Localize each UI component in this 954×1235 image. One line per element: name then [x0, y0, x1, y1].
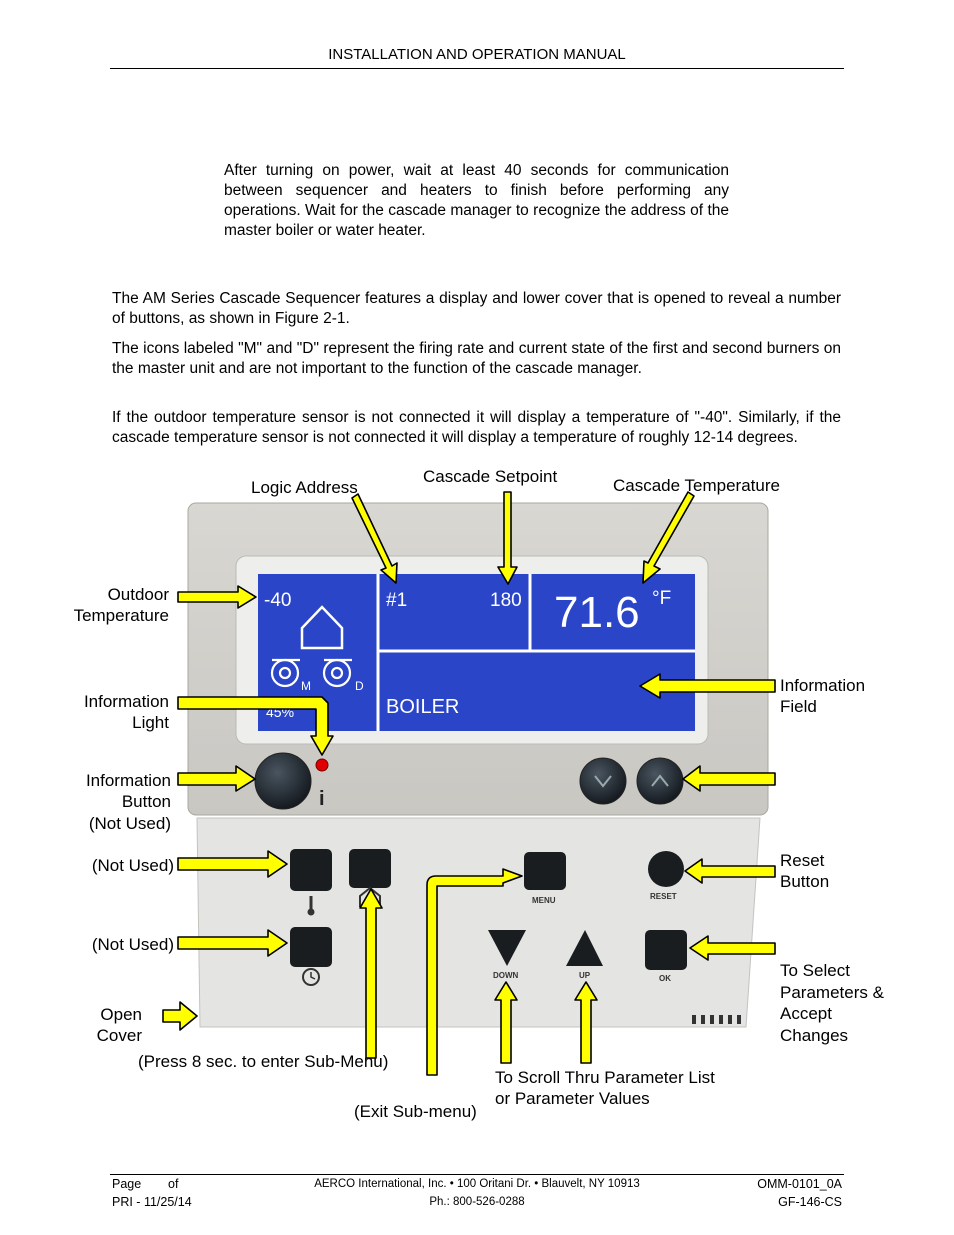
cascade-setpoint-arrow: [497, 491, 518, 585]
label-scroll-2: or Parameter Values: [495, 1089, 650, 1108]
cascade-temperature-arrow: [642, 491, 695, 584]
menu-button-label: MENU: [532, 896, 556, 905]
reset-button-label: RESET: [650, 892, 677, 901]
label-cover: Cover: [96, 1026, 142, 1045]
menu-button[interactable]: [524, 852, 566, 890]
temperature-readout: 71.6: [554, 588, 640, 637]
home-button[interactable]: [349, 849, 391, 888]
label-temperature: Temperature: [73, 606, 169, 625]
information-field-arrow: [639, 673, 776, 699]
footer-of: of: [168, 1177, 179, 1191]
setpoint-readout: 180: [490, 590, 522, 611]
down-button[interactable]: [488, 930, 526, 966]
house-screen-icon: [300, 605, 344, 650]
label-reset-2: Button: [780, 872, 830, 891]
footer-company: AERCO International, Inc. • 100 Oritani …: [314, 1178, 640, 1190]
label-select-1: To Select: [780, 961, 850, 980]
label-outdoor: Outdoor: [107, 585, 169, 604]
outdoor-temperature-arrow: [177, 585, 257, 609]
scroll-up-knob[interactable]: [636, 757, 684, 805]
label-cascade-temperature: Cascade Temperature: [613, 476, 780, 495]
label-scroll-1: To Scroll Thru Parameter List: [495, 1068, 715, 1087]
label-press-8-sec: (Press 8 sec. to enter Sub-Menu): [138, 1052, 389, 1071]
address-readout: #1: [386, 590, 407, 611]
footer-rule: [110, 1174, 844, 1175]
label-not-used-2: (Not Used): [91, 935, 174, 954]
scroll-up-arrow: [574, 981, 598, 1064]
reset-arrow: [684, 858, 776, 884]
label-info-button-2: Button: [121, 792, 171, 811]
burner-m-icon: [270, 658, 300, 688]
label-info-field-2: Field: [780, 697, 817, 716]
power-note: After turning on power, wait at least 40…: [224, 162, 729, 239]
exit-submenu-arrow: [426, 868, 523, 1076]
label-select-3: Accept: [780, 1004, 832, 1023]
scroll-down-arrow: [494, 981, 518, 1064]
label-info-field-1: Information: [780, 676, 866, 695]
logic-address-arrow: [351, 493, 398, 584]
footer-doc-number: OMM-0101_0A: [757, 1177, 842, 1191]
label-open: Open: [100, 1005, 142, 1024]
label-info-button-3: (Not Used): [88, 814, 171, 833]
label-reset-1: Reset: [780, 851, 825, 870]
chevron-up-icon: [651, 774, 669, 787]
info-field-readout: BOILER: [386, 696, 459, 718]
label-select-2: Parameters &: [780, 983, 884, 1002]
footer-revision: PRI - 11/25/14: [112, 1195, 192, 1209]
thermometer-button[interactable]: [290, 849, 332, 891]
vent-slots: [692, 1015, 741, 1024]
information-led: [315, 758, 329, 772]
up-button-label: UP: [579, 971, 591, 980]
press-8-sec-arrow: [359, 888, 383, 1059]
not-used-arrow-2: [177, 929, 288, 957]
paragraph-display: The AM Series Cascade Sequencer features…: [112, 290, 841, 327]
label-info-light-2: Light: [132, 713, 169, 732]
up-button[interactable]: [566, 930, 603, 966]
outdoor-temp-readout: -40: [264, 590, 291, 611]
not-used-arrow-1: [177, 850, 288, 878]
info-glyph-icon: i: [319, 788, 325, 810]
footer-page: Page: [112, 1177, 142, 1191]
label-select-4: Changes: [780, 1026, 849, 1045]
scroll-down-knob[interactable]: [579, 757, 627, 805]
label-cascade-setpoint: Cascade Setpoint: [423, 467, 558, 486]
information-light-arrow: [177, 696, 334, 756]
burner-d-icon: [322, 658, 352, 688]
paragraph-sensors: If the outdoor temperature sensor is not…: [112, 409, 841, 446]
label-info-light-1: Information: [83, 692, 169, 711]
label-exit-submenu: (Exit Sub-menu): [354, 1102, 477, 1121]
down-button-label: DOWN: [493, 971, 519, 980]
header-rule: [110, 68, 844, 69]
ok-button[interactable]: [645, 930, 687, 970]
ok-arrow: [689, 935, 776, 961]
scroll-knob-arrow: [682, 765, 776, 792]
page-header: INSTALLATION AND OPERATION MANUAL: [328, 46, 626, 63]
unit-readout: °F: [652, 588, 671, 609]
label-info-button-1: Information: [85, 771, 171, 790]
ok-button-label: OK: [659, 974, 671, 983]
label-not-used-1: (Not Used): [91, 856, 174, 875]
open-cover-arrow: [162, 1001, 198, 1031]
paragraph-icons: The icons labeled "M" and "D" represent …: [112, 340, 841, 377]
footer-form-number: GF-146-CS: [778, 1195, 842, 1209]
clock-icon: [302, 968, 320, 986]
clock-button[interactable]: [290, 927, 332, 967]
information-button-arrow: [177, 765, 256, 792]
lower-cover-panel: [196, 817, 761, 1028]
chevron-down-icon: [594, 775, 612, 788]
burner-m-label: M: [301, 679, 311, 693]
burner-d-label: D: [355, 679, 364, 693]
footer-phone: Ph.: 800-526-0288: [429, 1196, 525, 1208]
information-button[interactable]: [254, 752, 312, 810]
label-logic-address: Logic Address: [251, 478, 358, 497]
reset-button[interactable]: [648, 851, 684, 887]
